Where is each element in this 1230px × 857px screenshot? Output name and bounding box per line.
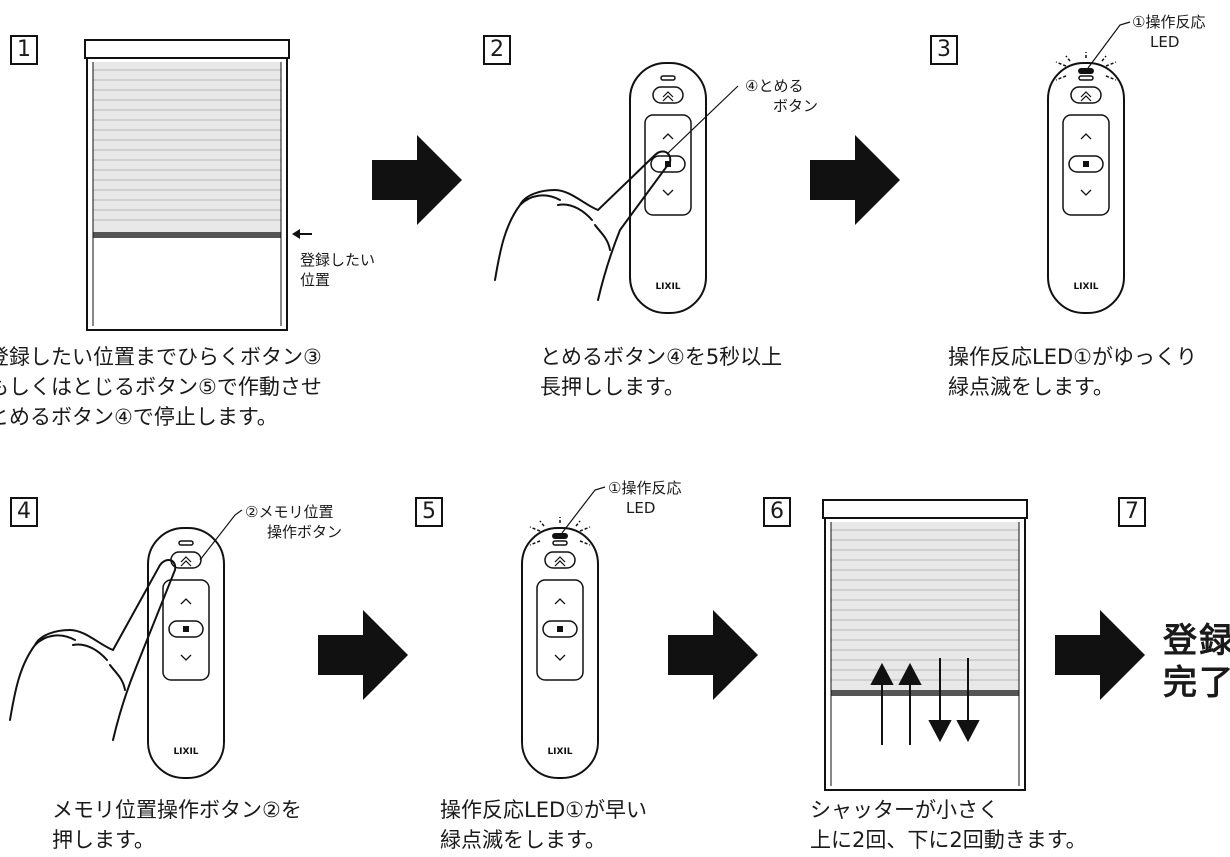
step-1-caption-line-3: とめるボタン④で停止します。: [0, 405, 278, 429]
step-5-number: 5: [415, 497, 443, 527]
step-5-caption-line-2: 緑点滅をします。: [440, 828, 606, 852]
next-arrow-1-icon: [372, 135, 462, 225]
step-6-caption-line-2: 上に2回、下に2回動きます。: [810, 828, 1087, 852]
step-2-label-line-2: ボタン: [773, 97, 819, 115]
registration-complete-text: 登録 完了: [1163, 620, 1230, 704]
step-2-label: ④とめる ボタン: [745, 76, 818, 116]
next-arrow-6-icon: [1055, 610, 1145, 700]
step-5-caption-line-1: 操作反応LED①が早い: [440, 798, 647, 822]
step-1-caption-line-2: もしくはとじるボタン⑤で作動させ: [0, 375, 322, 399]
step-5-label: ①操作反応 LED: [608, 478, 681, 518]
step-2-caption-line-1: とめるボタン④を5秒以上: [540, 345, 783, 369]
next-arrow-2-icon: [810, 135, 900, 225]
step-1-number: 1: [10, 35, 38, 65]
next-arrow-4-icon: [318, 610, 408, 700]
step-3-label: ①操作反応 LED: [1132, 12, 1205, 52]
step-6-caption-line-1: シャッターが小さく: [810, 798, 999, 822]
step-4-label: ②メモリ位置 操作ボタン: [245, 502, 342, 542]
step-1-label: 登録したい 位置: [300, 250, 375, 290]
step-1-caption: 登録したい位置までひらくボタン③ もしくはとじるボタン⑤で作動させ とめるボタン…: [0, 342, 322, 432]
result-line-1: 登録: [1163, 621, 1230, 661]
step-3-label-line-1: ①操作反応: [1132, 13, 1206, 31]
shutter-step1: [84, 39, 312, 331]
step-1-label-line-2: 位置: [300, 271, 331, 289]
step-5-label-line-2: LED: [626, 499, 656, 517]
step-4-caption-line-1: メモリ位置操作ボタン②を: [52, 798, 302, 822]
step-2-label-line-1: ④とめる: [745, 77, 804, 95]
remote-step2: [629, 62, 739, 314]
step-2-caption: とめるボタン④を5秒以上 長押しします。: [540, 342, 782, 402]
shutter-step6: [822, 499, 1028, 791]
step-5-label-line-1: ①操作反応: [608, 479, 682, 497]
step-3-caption-line-2: 緑点滅をします。: [948, 375, 1114, 399]
step-3-label-line-2: LED: [1150, 33, 1180, 51]
remote-step4: [147, 509, 243, 779]
step-5-caption: 操作反応LED①が早い 緑点滅をします。: [440, 795, 647, 855]
step-1-label-line-1: 登録したい: [300, 251, 376, 269]
hand-step2-icon: [494, 150, 672, 301]
step-4-caption: メモリ位置操作ボタン②を 押します。: [52, 795, 302, 855]
step-4-caption-line-2: 押します。: [52, 828, 155, 852]
step-7-number: 7: [1118, 497, 1146, 527]
step-2-caption-line-2: 長押しします。: [540, 375, 685, 399]
step-3-caption: 操作反応LED①がゆっくり 緑点滅をします。: [948, 342, 1197, 402]
step-6-caption: シャッターが小さく 上に2回、下に2回動きます。: [810, 795, 1087, 855]
step-3-number: 3: [930, 35, 958, 65]
result-line-2: 完了: [1163, 663, 1230, 703]
step-2-number: 2: [483, 35, 511, 65]
step-4-label-line-1: ②メモリ位置: [245, 503, 334, 521]
step-1-caption-line-1: 登録したい位置までひらくボタン③: [0, 345, 322, 369]
step-6-number: 6: [763, 497, 791, 527]
step-3-caption-line-1: 操作反応LED①がゆっくり: [948, 345, 1197, 369]
next-arrow-5-icon: [668, 610, 758, 700]
step-4-label-line-2: 操作ボタン: [267, 523, 343, 541]
hand-step4-icon: [9, 559, 177, 741]
remote-step5: [521, 486, 606, 779]
remote-step3: [1047, 21, 1131, 314]
step-4-number: 4: [10, 497, 38, 527]
